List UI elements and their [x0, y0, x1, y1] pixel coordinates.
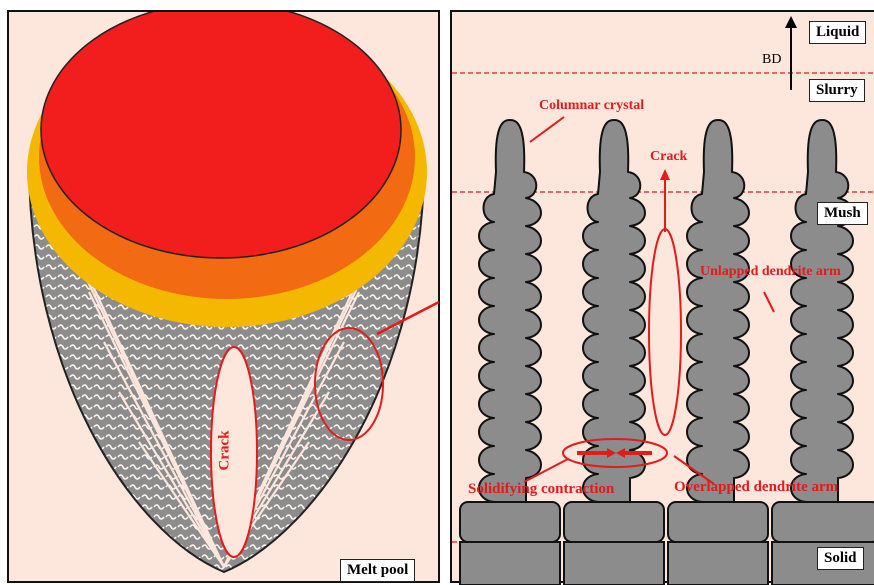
zone-solid: Solid — [817, 547, 864, 570]
melt-core — [41, 12, 401, 258]
unlapped-dendrite-label: Unlapped dendrite arm — [700, 264, 841, 280]
dendrite-1 — [479, 120, 541, 502]
dendrite-3 — [687, 120, 749, 502]
columnar-crystal-arrow — [530, 117, 564, 142]
bd-arrowhead — [785, 16, 797, 28]
overlapped-dendrite-label: Overlapped dendrite arm — [674, 479, 838, 496]
melt-pool-drawing — [9, 12, 442, 585]
columnar-crystal-label: Columnar crystal — [539, 98, 644, 114]
melt-pool-label: Melt pool — [340, 559, 415, 582]
dendrite-2 — [583, 120, 645, 502]
crack-ellipse — [649, 229, 681, 435]
solidifying-contraction-label: Solidifying contraction — [468, 481, 614, 498]
zone-slurry: Slurry — [809, 79, 865, 102]
zone-mush: Mush — [817, 202, 868, 225]
solid-grains — [460, 502, 874, 585]
zone-liquid: Liquid — [809, 21, 866, 44]
bd-label: BD — [762, 52, 781, 68]
dendrite-panel: Liquid Slurry Mush Solid BD Columnar cry… — [450, 10, 874, 583]
dendrite-4 — [791, 120, 853, 502]
melt-pool-panel: Crack Melt pool — [7, 10, 440, 583]
crack-annotation: Crack — [650, 149, 687, 165]
crack-label: Crack — [217, 431, 234, 471]
unlapped-arrow — [764, 292, 774, 312]
